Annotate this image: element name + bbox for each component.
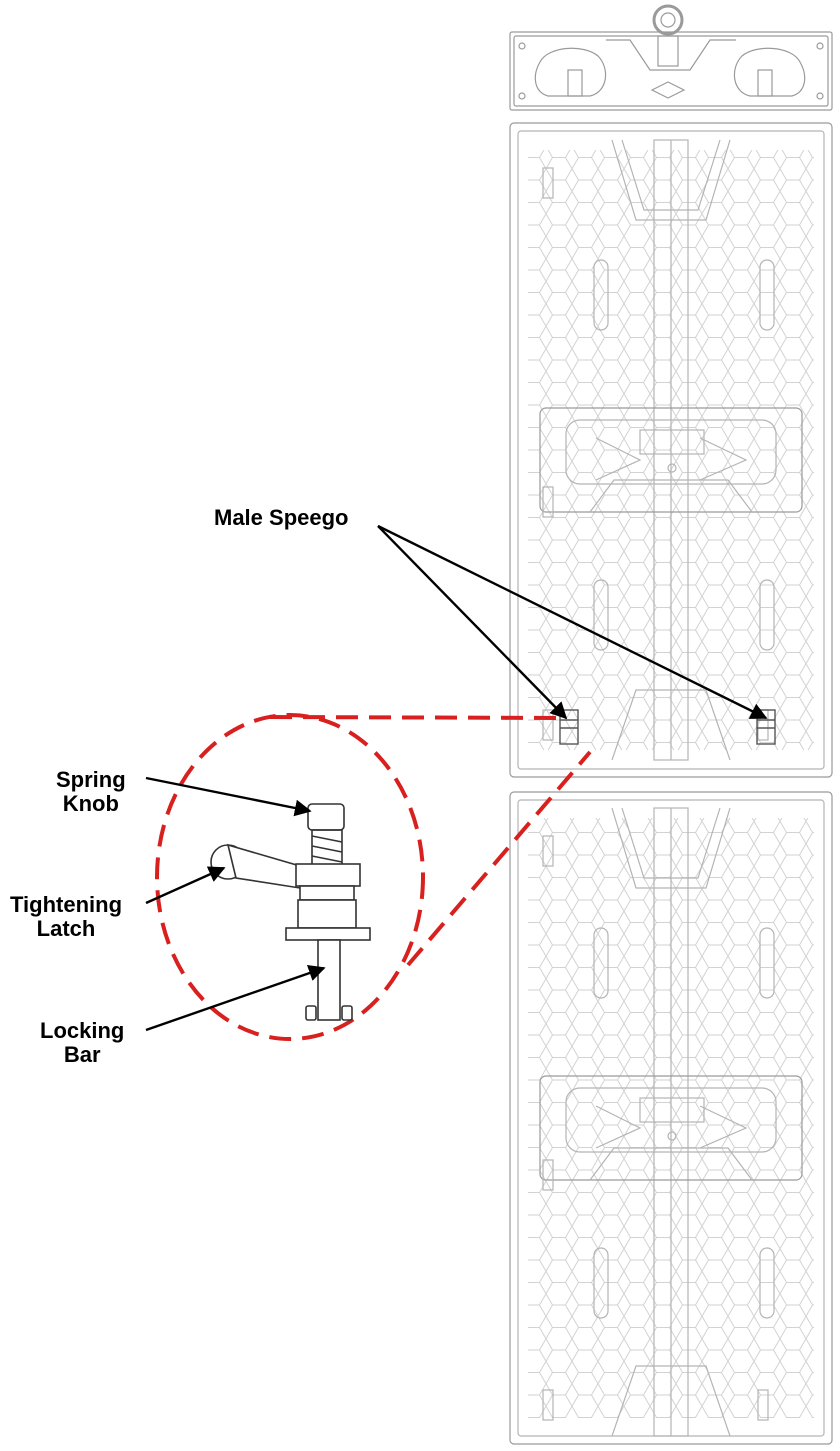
locking-bar-shaft <box>317 939 341 1021</box>
spring-knob-leader <box>145 776 312 817</box>
male-speego-leader-left <box>377 525 568 720</box>
tightening-latch-label: Tightening Latch <box>10 893 122 941</box>
upper-led-panel <box>509 122 833 778</box>
male-speego-left <box>559 709 579 745</box>
locking-flange <box>285 927 371 941</box>
zoom-callout <box>155 713 592 1041</box>
spring-knob-line-2: Knob <box>62 791 119 816</box>
male-speego-label: Male Speego <box>214 506 348 530</box>
tightening-latch-leader <box>145 866 226 905</box>
locking-bar-line-2: Bar <box>63 1042 101 1067</box>
spring-knob-cap <box>307 803 345 831</box>
locking-bar-leader <box>145 965 326 1032</box>
male-speego-text: Male Speego <box>214 505 349 530</box>
tightening-latch-line-1: Tightening <box>10 892 123 917</box>
locking-bar-label: Locking Bar <box>40 1019 124 1067</box>
zoom-line-upper <box>269 715 565 720</box>
tightening-latch-line-2: Latch <box>36 916 96 941</box>
spring-knob-label: Spring Knob <box>56 768 126 816</box>
locking-bar-line-1: Locking <box>40 1018 125 1043</box>
zoom-circle <box>155 713 425 1041</box>
lower-led-panel <box>509 791 833 1445</box>
spring-knob-line-1: Spring <box>56 767 126 792</box>
rigging-bar <box>509 4 833 111</box>
male-speego-leader-right <box>377 524 768 720</box>
leader-lines <box>145 524 768 1032</box>
speego-detail <box>210 803 371 1021</box>
tightening-latch-arm <box>226 843 301 889</box>
spring-coil <box>311 835 343 863</box>
zoom-line-lower <box>406 750 592 967</box>
